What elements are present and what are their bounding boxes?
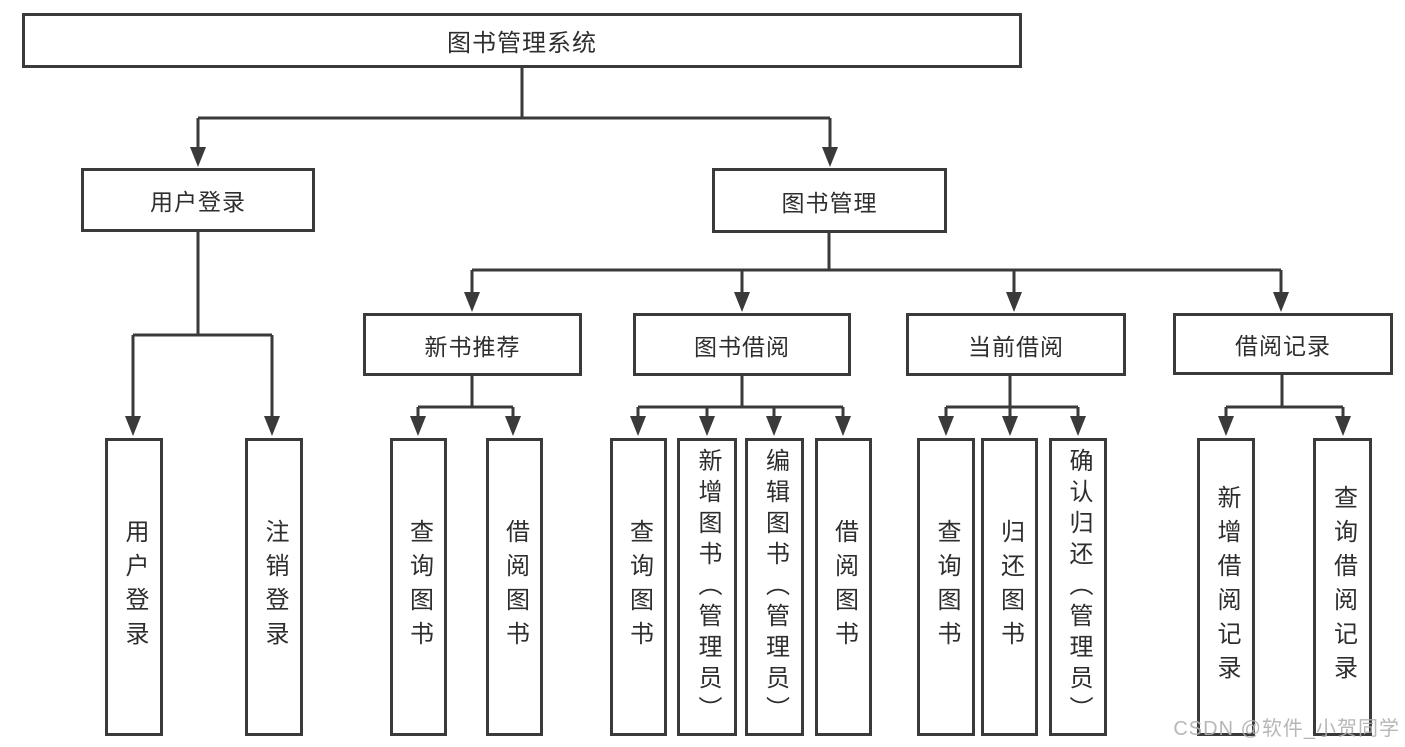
csdn-watermark: CSDN @软件_小贺同学 [1173, 718, 1400, 740]
node-root-system: 图书管理系统 [22, 13, 1022, 68]
node-label: 新书推荐 [424, 333, 521, 360]
arrow-down-icon [505, 416, 521, 436]
node-label: 查询图书 [933, 519, 960, 655]
node-user-login: 用户登录 [81, 168, 315, 232]
node-label: 借阅图书 [501, 519, 529, 655]
node-leaf-edit-books-admin: 编辑图书（管理员） [745, 438, 804, 736]
node-label: 借阅记录 [1235, 333, 1331, 359]
arrow-down-icon [734, 292, 750, 312]
arrow-down-icon [264, 416, 280, 436]
node-leaf-query-books-1: 查询图书 [390, 438, 447, 736]
node-leaf-confirm-return-admin: 确认归还（管理员） [1049, 438, 1107, 736]
connector-book-management-to-level2 [464, 233, 1289, 312]
arrow-down-icon [938, 416, 954, 436]
connector-current-borrow-to-leaves [938, 376, 1086, 436]
node-leaf-query-books-2: 查询图书 [610, 438, 667, 736]
arrow-down-icon [125, 416, 141, 436]
arrow-down-icon [190, 147, 206, 167]
node-label: 注销登录 [261, 519, 288, 655]
connector-borrow-records-to-leaves [1218, 375, 1351, 436]
arrow-down-icon [835, 416, 851, 436]
connector-root-to-level1 [190, 68, 838, 167]
arrow-down-icon [1273, 292, 1289, 312]
node-label: 图书管理 [781, 189, 878, 216]
arrow-down-icon [822, 147, 838, 167]
node-label: 查询借阅记录 [1329, 485, 1357, 689]
node-current-borrow: 当前借阅 [906, 313, 1126, 376]
node-leaf-return-books: 归还图书 [981, 438, 1038, 736]
node-leaf-borrow-books-2: 借阅图书 [815, 438, 872, 736]
node-label: 查询图书 [625, 519, 653, 655]
node-label: 用户登录 [121, 519, 148, 655]
arrow-down-icon [1002, 416, 1018, 436]
node-label: 图书管理系统 [447, 30, 597, 57]
arrow-down-icon [1006, 292, 1022, 312]
node-label: 用户登录 [150, 189, 246, 215]
node-label: 图书借阅 [694, 333, 790, 360]
node-book-borrow: 图书借阅 [633, 313, 851, 376]
node-label: 当前借阅 [968, 333, 1064, 360]
node-leaf-logout: 注销登录 [245, 438, 303, 736]
node-label: 编辑图书（管理员） [761, 447, 789, 727]
node-leaf-borrow-books-1: 借阅图书 [486, 438, 543, 736]
connector-user-login-to-leaves [125, 232, 280, 436]
node-leaf-add-borrow-record: 新增借阅记录 [1197, 438, 1255, 736]
node-new-book-recommend: 新书推荐 [363, 313, 582, 376]
arrow-down-icon [699, 416, 715, 436]
node-label: 归还图书 [996, 519, 1024, 655]
arrow-down-icon [464, 292, 480, 312]
node-label: 借阅图书 [830, 519, 858, 655]
connector-new-book-recommend-to-leaves [410, 376, 521, 436]
connector-book-borrow-to-leaves [630, 376, 851, 436]
node-label: 确认归还（管理员） [1065, 447, 1092, 727]
node-leaf-query-borrow-record: 查询借阅记录 [1313, 438, 1372, 736]
node-leaf-add-books-admin: 新增图书（管理员） [677, 438, 737, 736]
arrow-down-icon [410, 416, 426, 436]
node-leaf-query-books-3: 查询图书 [917, 438, 975, 736]
arrow-down-icon [766, 416, 782, 436]
arrow-down-icon [630, 416, 646, 436]
arrow-down-icon [1070, 416, 1086, 436]
node-label: 查询图书 [405, 519, 433, 655]
node-label: 新增借阅记录 [1213, 485, 1240, 689]
node-label: 新增图书（管理员） [694, 447, 721, 727]
arrow-down-icon [1218, 416, 1234, 436]
node-book-management: 图书管理 [712, 168, 947, 233]
arrow-down-icon [1335, 416, 1351, 436]
node-borrow-records: 借阅记录 [1173, 313, 1393, 375]
node-leaf-user-login: 用户登录 [105, 438, 163, 736]
